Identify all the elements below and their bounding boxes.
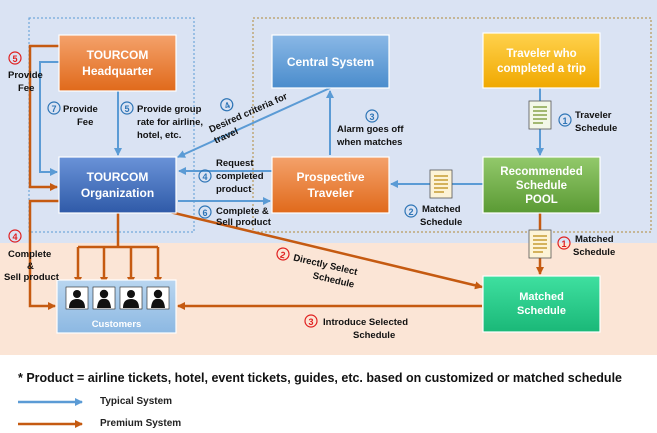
svg-text:Provide: Provide — [8, 70, 43, 81]
svg-text:Provide: Provide — [63, 104, 98, 115]
system-group-frame — [252, 17, 652, 233]
footnote: * Product = airline tickets, hotel, even… — [18, 371, 622, 385]
document-icon — [528, 229, 552, 259]
prospective-line2: Traveler — [307, 186, 353, 200]
svg-text:completed: completed — [216, 171, 264, 182]
pool-line2: Schedule — [516, 180, 567, 192]
label-provide-fee-typical: 7 Provide Fee — [47, 101, 98, 128]
svg-text:Alarm goes off: Alarm goes off — [337, 124, 404, 135]
legend-premium-label: Premium System — [100, 418, 182, 429]
box-headquarter: TOURCOM Headquarter — [58, 34, 177, 92]
legend-typical-label: Typical System — [100, 396, 173, 407]
traveler-line1: Traveler who — [506, 48, 576, 60]
central-system-label: Central System — [287, 55, 374, 69]
tourcom-group-frame — [28, 17, 195, 233]
svg-text:Schedule: Schedule — [573, 247, 615, 258]
label-request-product: 4 Request completed product — [198, 158, 264, 195]
svg-text:4: 4 — [223, 100, 232, 111]
box-central-system: Central System — [271, 34, 390, 89]
svg-text:4: 4 — [12, 232, 17, 242]
person-icon — [119, 286, 143, 310]
pool-line3: POOL — [525, 194, 558, 206]
svg-text:Complete &: Complete & — [216, 206, 269, 217]
svg-text:Schedule: Schedule — [353, 330, 395, 341]
label-complete-sell-premium: 4 Complete & Sell product — [4, 229, 60, 283]
arrow-desired-criteria — [177, 87, 331, 158]
svg-text:7: 7 — [51, 104, 56, 114]
matched-line2: Schedule — [517, 305, 566, 317]
label-traveler-schedule: 1 Traveler Schedule — [558, 110, 617, 134]
document-icon — [429, 169, 453, 199]
svg-text:&: & — [27, 261, 34, 272]
svg-text:Sell product: Sell product — [4, 272, 60, 283]
pool-line1: Recommended — [500, 166, 582, 178]
prospective-line1: Prospective — [296, 170, 364, 184]
svg-text:1: 1 — [561, 239, 566, 249]
label-provide-fee-premium: 5 Provide Fee — [8, 51, 43, 94]
person-icon — [92, 286, 116, 310]
svg-text:6: 6 — [202, 208, 207, 218]
svg-text:Traveler: Traveler — [575, 110, 612, 121]
box-matched-schedule: Matched Schedule — [482, 275, 601, 333]
arrow-directly-select — [169, 210, 483, 290]
organization-line2: Organization — [81, 186, 154, 200]
svg-text:1: 1 — [562, 116, 567, 126]
headquarter-line2: Headquarter — [82, 64, 153, 78]
svg-text:Provide group: Provide group — [137, 104, 202, 115]
label-complete-sell-typical: 6 Complete & Sell product — [198, 205, 272, 228]
matched-line1: Matched — [519, 291, 564, 303]
organization-line1: TOURCOM — [87, 170, 149, 184]
label-introduce-selected: 3 Introduce Selected Schedule — [304, 314, 408, 341]
svg-text:3: 3 — [308, 317, 313, 327]
headquarter-line1: TOURCOM — [87, 48, 149, 62]
traveler-line2: completed a trip — [497, 63, 586, 75]
arrow-complete-sell-premium — [28, 199, 60, 310]
person-icon — [65, 286, 89, 310]
arrow-provide-fee-premium — [28, 44, 59, 191]
box-prospective-traveler: Prospective Traveler — [271, 156, 390, 214]
svg-text:5: 5 — [12, 54, 17, 64]
customers-label: Customers — [92, 319, 142, 330]
svg-text:rate for airline,: rate for airline, — [137, 117, 203, 128]
box-traveler: Traveler who completed a trip — [482, 32, 601, 89]
svg-text:Matched: Matched — [575, 234, 614, 245]
box-schedule-pool: Recommended Schedule POOL — [482, 156, 601, 214]
label-matched-schedule-premium: 1 Matched Schedule — [557, 234, 615, 258]
svg-text:Complete: Complete — [8, 249, 51, 260]
svg-text:Matched: Matched — [422, 204, 461, 215]
svg-text:hotel, etc.: hotel, etc. — [137, 130, 181, 141]
svg-text:Request: Request — [216, 158, 254, 169]
box-organization: TOURCOM Organization — [58, 156, 177, 214]
svg-text:product: product — [216, 184, 252, 195]
svg-text:3: 3 — [369, 112, 374, 122]
svg-text:Schedule: Schedule — [575, 123, 617, 134]
document-icon — [528, 100, 552, 130]
svg-text:5: 5 — [124, 104, 129, 114]
svg-text:Fee: Fee — [77, 117, 93, 128]
svg-text:Sell product: Sell product — [216, 217, 272, 228]
label-group-rate: 5 Provide group rate for airline, hotel,… — [120, 101, 203, 141]
svg-text:Introduce Selected: Introduce Selected — [323, 317, 408, 328]
label-matched-schedule-typical: 2 Matched Schedule — [404, 204, 462, 228]
label-alarm: 3 Alarm goes off when matches — [336, 109, 404, 148]
svg-text:2: 2 — [279, 250, 286, 261]
arrow-provide-fee-typical — [39, 61, 59, 176]
svg-text:Fee: Fee — [18, 83, 34, 94]
svg-text:Schedule: Schedule — [420, 217, 462, 228]
person-icon — [146, 286, 170, 310]
svg-text:when matches: when matches — [336, 137, 402, 148]
svg-text:4: 4 — [202, 172, 207, 182]
svg-text:2: 2 — [408, 207, 413, 217]
